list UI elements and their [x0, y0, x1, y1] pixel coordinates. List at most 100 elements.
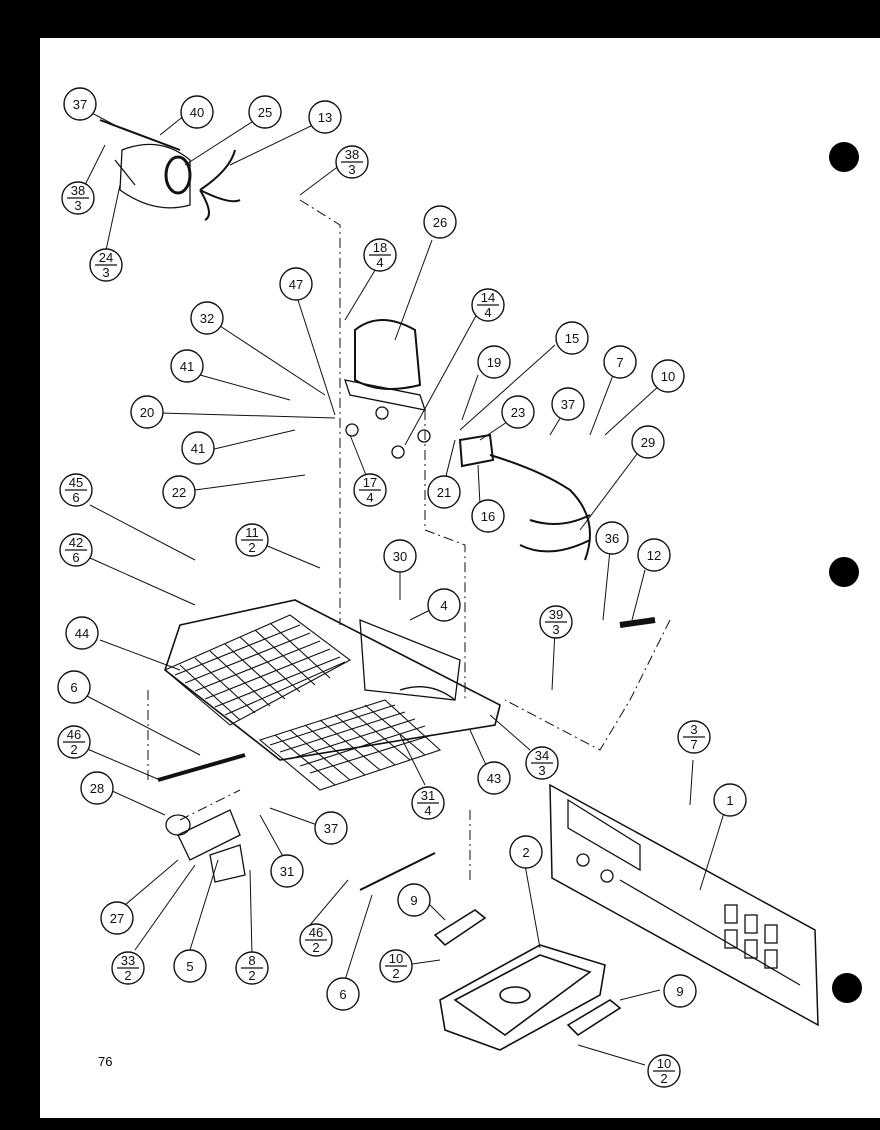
callout-circle — [248, 95, 282, 129]
callout-number: 17 — [363, 475, 377, 490]
callout-number: 9 — [410, 893, 417, 908]
callout-number: 29 — [641, 435, 655, 450]
callout-number: 38 — [345, 147, 359, 162]
callout-circle — [181, 431, 215, 465]
callout-c38b: 383 — [61, 181, 95, 215]
callout-c40: 40 — [180, 95, 214, 129]
callout-circle — [190, 301, 224, 335]
callout-quantity: 7 — [690, 737, 697, 752]
callout-number: 39 — [549, 607, 563, 622]
callout-c37a: 37 — [63, 87, 97, 121]
callout-c15: 15 — [555, 321, 589, 355]
callout-c37b: 37 — [551, 387, 585, 421]
callout-circle — [130, 395, 164, 429]
callout-c39: 393 — [539, 605, 573, 639]
callout-c32: 32 — [190, 301, 224, 335]
callout-c13: 13 — [308, 100, 342, 134]
callout-c8: 82 — [235, 951, 269, 985]
callout-c17: 174 — [353, 473, 387, 507]
callout-c28: 28 — [80, 771, 114, 805]
callout-c27: 27 — [100, 901, 134, 935]
callout-c26: 26 — [423, 205, 457, 239]
callout-c41a: 41 — [170, 349, 204, 383]
callout-circle — [427, 588, 461, 622]
callout-number: 22 — [172, 485, 186, 500]
callout-c18: 184 — [363, 238, 397, 272]
callout-number: 12 — [647, 548, 661, 563]
callout-number: 47 — [289, 277, 303, 292]
callout-c11: 112 — [235, 523, 269, 557]
callout-c21: 21 — [427, 475, 461, 509]
callout-number: 37 — [73, 97, 87, 112]
callout-circle — [326, 977, 360, 1011]
callout-circle — [477, 761, 511, 795]
callout-number: 6 — [339, 987, 346, 1002]
condenser-coil-right — [258, 699, 442, 791]
callout-number: 45 — [69, 475, 83, 490]
callout-number: 30 — [393, 549, 407, 564]
callout-circle — [471, 499, 505, 533]
drain-pan-bracket — [566, 999, 622, 1037]
callout-number: 7 — [616, 355, 623, 370]
callout-number: 31 — [421, 788, 435, 803]
callout-c5: 5 — [173, 949, 207, 983]
callout-number: 42 — [69, 535, 83, 550]
relay-box — [458, 433, 495, 468]
callout-number: 14 — [481, 290, 495, 305]
callout-number: 36 — [605, 531, 619, 546]
callout-number: 15 — [565, 331, 579, 346]
callout-circle — [595, 521, 629, 555]
callout-c20: 20 — [130, 395, 164, 429]
callout-c34: 343 — [525, 746, 559, 780]
callout-c24: 243 — [89, 248, 123, 282]
callout-c9b: 9 — [663, 974, 697, 1008]
callout-c9a: 9 — [397, 883, 431, 917]
callout-number: 31 — [280, 864, 294, 879]
callout-quantity: 2 — [124, 968, 131, 983]
callout-circle — [603, 345, 637, 379]
callout-number: 34 — [535, 748, 549, 763]
callout-number: 25 — [258, 105, 272, 120]
callout-number: 43 — [487, 771, 501, 786]
callout-number: 37 — [561, 397, 575, 412]
callout-c2: 2 — [509, 835, 543, 869]
callout-quantity: 4 — [484, 305, 491, 320]
callout-circle — [663, 974, 697, 1008]
callout-number: 18 — [373, 240, 387, 255]
callout-circle — [423, 205, 457, 239]
callout-circle — [100, 901, 134, 935]
callout-number: 19 — [487, 355, 501, 370]
callout-circle — [57, 670, 91, 704]
callout-number: 46 — [67, 727, 81, 742]
callout-quantity: 2 — [70, 742, 77, 757]
callout-number: 46 — [309, 925, 323, 940]
callout-quantity: 3 — [552, 622, 559, 637]
callout-number: 23 — [511, 405, 525, 420]
callout-c3: 37 — [677, 720, 711, 754]
callout-circle — [80, 771, 114, 805]
callout-number: 13 — [318, 110, 332, 125]
callout-quantity: 2 — [660, 1071, 667, 1086]
callout-circle — [551, 387, 585, 421]
callout-number: 41 — [180, 359, 194, 374]
thermostat-bracket — [177, 809, 241, 861]
binder-hole — [829, 142, 859, 172]
callout-circle — [173, 949, 207, 983]
callout-number: 40 — [190, 105, 204, 120]
callout-c7: 7 — [603, 345, 637, 379]
compressor — [344, 319, 431, 459]
callout-c22: 22 — [162, 475, 196, 509]
parts-drawing — [84, 111, 819, 1066]
callout-circle — [180, 95, 214, 129]
callout-c46b: 462 — [299, 923, 333, 957]
callout-c37c: 37 — [314, 811, 348, 845]
callout-quantity: 3 — [102, 265, 109, 280]
rear-access-panel — [549, 783, 819, 1027]
callout-c12: 12 — [637, 538, 671, 572]
callout-circle — [65, 616, 99, 650]
callout-circle — [509, 835, 543, 869]
condenser-coil-left — [163, 614, 352, 726]
callout-circle — [501, 395, 535, 429]
callout-number: 44 — [75, 626, 89, 641]
callout-number: 26 — [433, 215, 447, 230]
